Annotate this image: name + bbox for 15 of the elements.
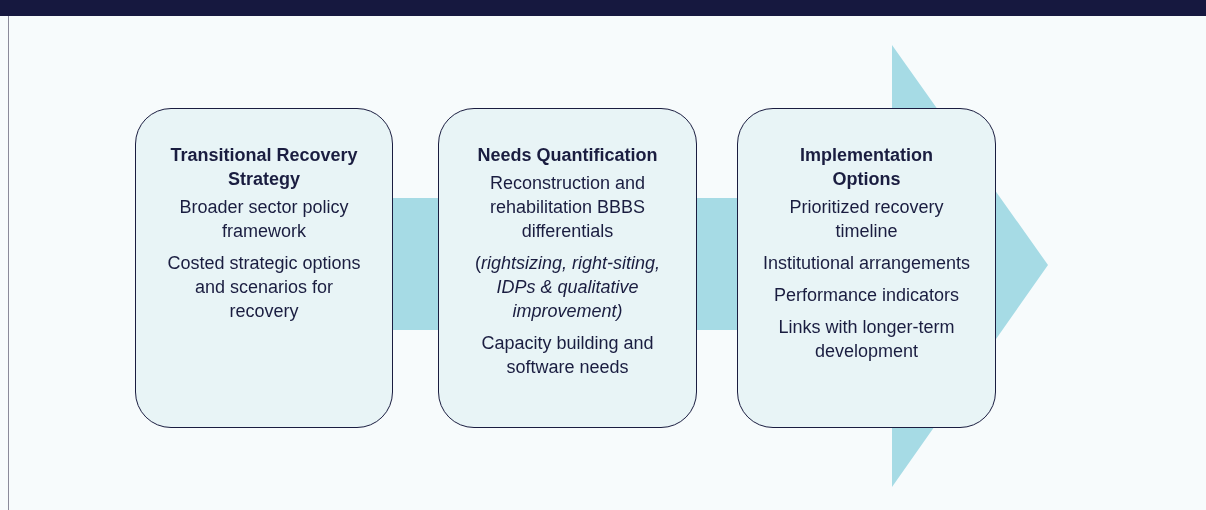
box-text: Costed strategic options and scenarios for recovery <box>166 252 362 323</box>
box-heading: Implementation Options <box>799 144 934 191</box>
box-text: Performance indicators <box>772 284 961 307</box>
box-text: Prioritized recovery timeline <box>788 196 945 243</box>
box-heading: Needs Quantification <box>476 144 659 167</box>
box-text: Capacity building and software needs <box>480 332 655 379</box>
box-text: Institutional arrangements <box>761 252 972 275</box>
process-box <box>438 108 697 428</box>
box-text: Broader sector policy framework <box>178 196 350 243</box>
process-box <box>135 108 393 428</box>
process-box <box>737 108 996 428</box>
box-text: Links with longer-term development <box>777 316 956 363</box>
box-text: Reconstruction and rehabilitation BBBS differentials <box>488 172 647 243</box>
box-text: (rightsizing, right-siting, IDPs & qualitative improvement) <box>473 252 662 323</box>
box-heading: Transitional Recovery Strategy <box>169 144 359 191</box>
